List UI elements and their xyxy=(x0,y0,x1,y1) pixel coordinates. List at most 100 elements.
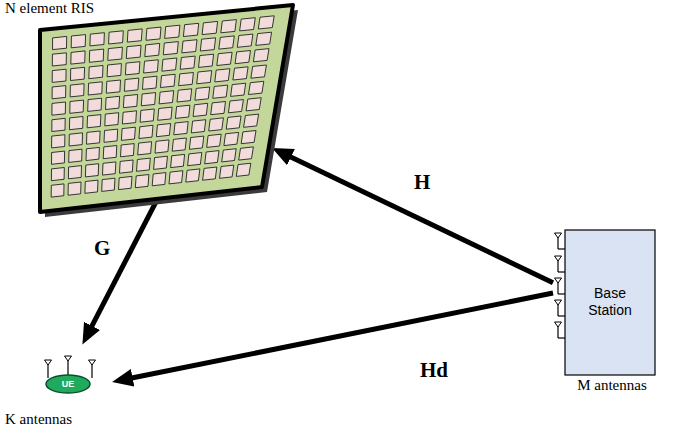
ris-element xyxy=(122,111,136,124)
device-label: UE xyxy=(62,379,75,389)
ris-element xyxy=(109,31,124,44)
ris-element xyxy=(138,142,152,155)
ris-node: N element RIS xyxy=(3,0,298,218)
ris-element xyxy=(211,102,226,115)
ris-element xyxy=(121,144,135,157)
ris-element xyxy=(146,27,161,40)
ris-element xyxy=(209,118,224,131)
ris-element xyxy=(144,60,159,73)
ris-element xyxy=(154,156,168,169)
ris-element xyxy=(222,149,237,162)
ris-element xyxy=(52,69,66,82)
ris-element xyxy=(143,76,158,89)
ris-element xyxy=(177,89,192,102)
ris-element xyxy=(85,164,98,177)
ris-element xyxy=(52,135,65,148)
ris-element xyxy=(237,34,253,47)
ris-element xyxy=(71,67,85,80)
station-label: Base Station xyxy=(575,285,645,319)
channel-arrow xyxy=(286,155,553,283)
station-box xyxy=(565,230,655,375)
ris-element xyxy=(162,58,177,71)
ris-element xyxy=(207,134,222,147)
ris-element xyxy=(197,71,212,84)
ris-element xyxy=(219,36,235,49)
ris-element xyxy=(68,166,81,179)
ris-element xyxy=(139,125,153,138)
ris-element xyxy=(182,40,197,53)
channel-arrow xyxy=(89,200,157,331)
ris-element xyxy=(159,91,174,104)
ris-element xyxy=(236,163,251,176)
ris-element xyxy=(195,87,210,100)
ris-element xyxy=(251,65,267,78)
ris-element xyxy=(70,100,84,113)
ris-element xyxy=(88,98,102,111)
ris-element xyxy=(224,132,239,145)
ris-element xyxy=(180,56,195,69)
ris-element xyxy=(102,178,115,191)
ris-element xyxy=(87,131,101,144)
ris-element xyxy=(179,73,194,86)
ris-element xyxy=(89,49,103,62)
ris-element xyxy=(121,127,135,140)
ris-element xyxy=(171,154,185,167)
ris-element xyxy=(127,29,142,42)
ris-element xyxy=(239,147,254,160)
ris-element xyxy=(241,131,256,144)
ris-element xyxy=(193,103,208,116)
node-caption: K antennas xyxy=(5,411,72,428)
ris-element xyxy=(52,86,66,99)
ris-element xyxy=(188,153,202,166)
ris-element xyxy=(69,149,82,162)
antenna-symbol xyxy=(555,256,566,272)
ris-element xyxy=(53,36,67,49)
station-node: Base Station M antennas xyxy=(548,225,683,400)
ris-element xyxy=(52,151,65,164)
ris-element xyxy=(85,180,98,193)
ris-element xyxy=(103,146,117,159)
channel-label: H xyxy=(412,170,432,195)
node-caption: M antennas xyxy=(577,377,647,394)
ris-element xyxy=(145,43,160,56)
ris-element xyxy=(135,175,149,188)
ris-element xyxy=(69,133,82,146)
ris-element xyxy=(183,23,198,36)
antenna-symbol xyxy=(45,360,52,378)
ris-element xyxy=(52,102,66,115)
ris-element xyxy=(158,107,172,120)
ris-element xyxy=(240,18,256,31)
ris-element xyxy=(52,118,65,131)
ris-element xyxy=(107,64,121,77)
ris-element xyxy=(119,176,133,189)
ris-element xyxy=(213,85,228,98)
ris-element xyxy=(70,84,84,97)
antenna-symbol xyxy=(555,322,566,338)
channel-label: G xyxy=(92,236,112,261)
ue-device xyxy=(46,375,90,393)
ris-element xyxy=(175,105,190,118)
ris-element xyxy=(71,35,85,48)
ris-element xyxy=(120,160,134,173)
ris-element xyxy=(103,162,116,175)
ris-element xyxy=(51,168,64,181)
ris-element xyxy=(189,136,203,149)
ris-element xyxy=(249,81,264,94)
ris-element xyxy=(205,151,219,164)
ris-element xyxy=(165,25,180,38)
ris-element xyxy=(203,167,217,180)
ris-element xyxy=(256,32,272,45)
ris-element xyxy=(68,182,81,195)
ris-element xyxy=(140,109,154,122)
ris-element xyxy=(104,129,118,142)
ris-element xyxy=(217,52,232,65)
ris-element xyxy=(89,66,103,79)
ris-element xyxy=(155,140,169,153)
ue-node: UE K antennas xyxy=(2,348,122,434)
ris-element xyxy=(108,47,123,60)
antenna-symbol xyxy=(555,278,566,294)
ris-element xyxy=(125,62,139,75)
ris-element xyxy=(202,21,218,34)
ris-element xyxy=(191,120,206,133)
